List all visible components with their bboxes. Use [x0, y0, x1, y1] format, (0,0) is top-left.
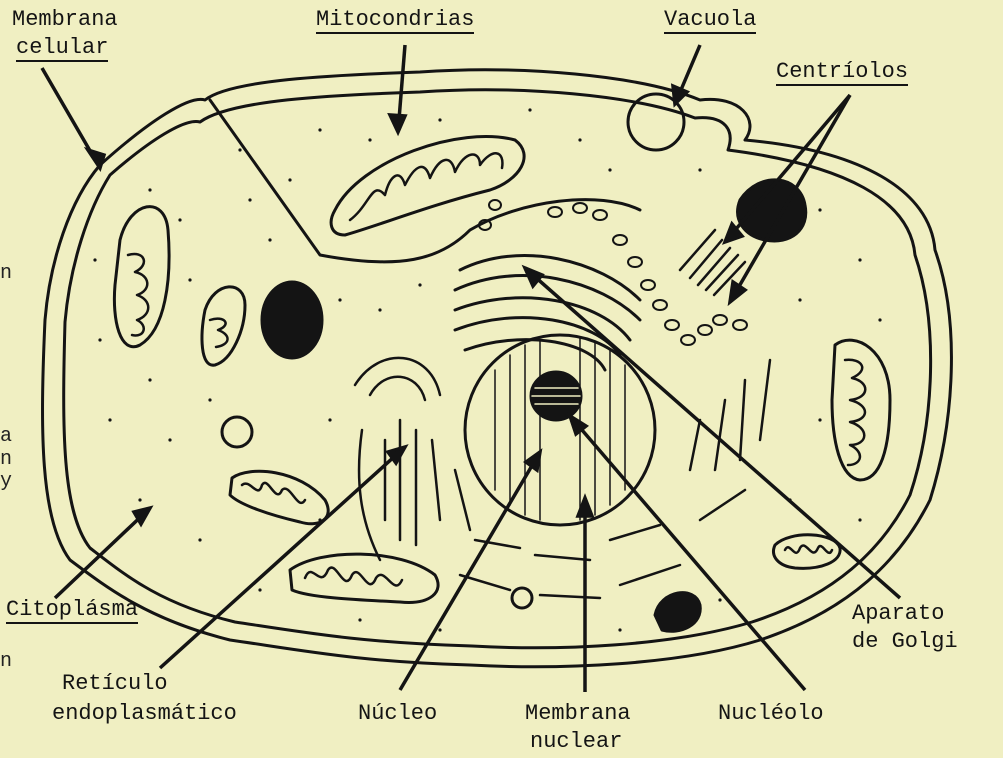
- dark-vesicle: [262, 282, 322, 358]
- pointer-reticulo: [160, 447, 405, 668]
- page-edge-fragment: n: [0, 448, 12, 471]
- golgi-apparatus: [455, 256, 640, 370]
- cell-membrane-outer: [43, 70, 952, 667]
- mitochondrion-bottom-left: [230, 471, 328, 523]
- cytoplasm-fold: [210, 100, 640, 262]
- pointer-nucleolo: [570, 416, 805, 690]
- label-nucleo: Núcleo: [358, 702, 437, 726]
- mitochondrion-small-right: [774, 535, 841, 569]
- label-nucleolo: Nucléolo: [718, 702, 824, 726]
- mitochondrion-top: [331, 136, 524, 235]
- mitochondrion-left: [114, 207, 169, 347]
- mitochondrion-small-left: [202, 287, 245, 365]
- mitochondrion-bottom: [290, 554, 438, 602]
- label-reticulo-line2: endoplasmático: [52, 702, 237, 726]
- label-aparato-line1: Aparato: [852, 602, 944, 626]
- page-edge-fragment: a: [0, 425, 12, 448]
- label-aparato-line2: de Golgi: [852, 630, 958, 654]
- mitochondrion-right: [832, 340, 890, 480]
- label-membrana-celular-line2: celular: [16, 36, 108, 62]
- vesicle: [512, 588, 532, 608]
- label-centriolos: Centríolos: [776, 60, 908, 86]
- page-edge-fragment: y: [0, 470, 12, 493]
- label-reticulo-line1: Retículo: [62, 672, 168, 696]
- dark-vesicle: [655, 593, 700, 632]
- label-vacuola: Vacuola: [664, 8, 756, 34]
- page-edge-fragment: n: [0, 262, 12, 285]
- cell-membrane-inner: [64, 90, 931, 648]
- pointer-aparato-golgi: [525, 268, 900, 598]
- nucleus: [465, 335, 655, 525]
- vesicle: [222, 417, 252, 447]
- label-citoplasma: Citoplásma: [6, 598, 138, 624]
- label-membrana-nuclear-line2: nuclear: [530, 730, 622, 754]
- label-mitocondrias: Mitocondrias: [316, 8, 474, 34]
- label-membrana-nuclear-line1: Membrana: [525, 702, 631, 726]
- label-membrana-celular-line1: Membrana: [12, 8, 118, 32]
- pointer-nucleo: [400, 452, 540, 690]
- page-edge-fragment: n: [0, 650, 12, 673]
